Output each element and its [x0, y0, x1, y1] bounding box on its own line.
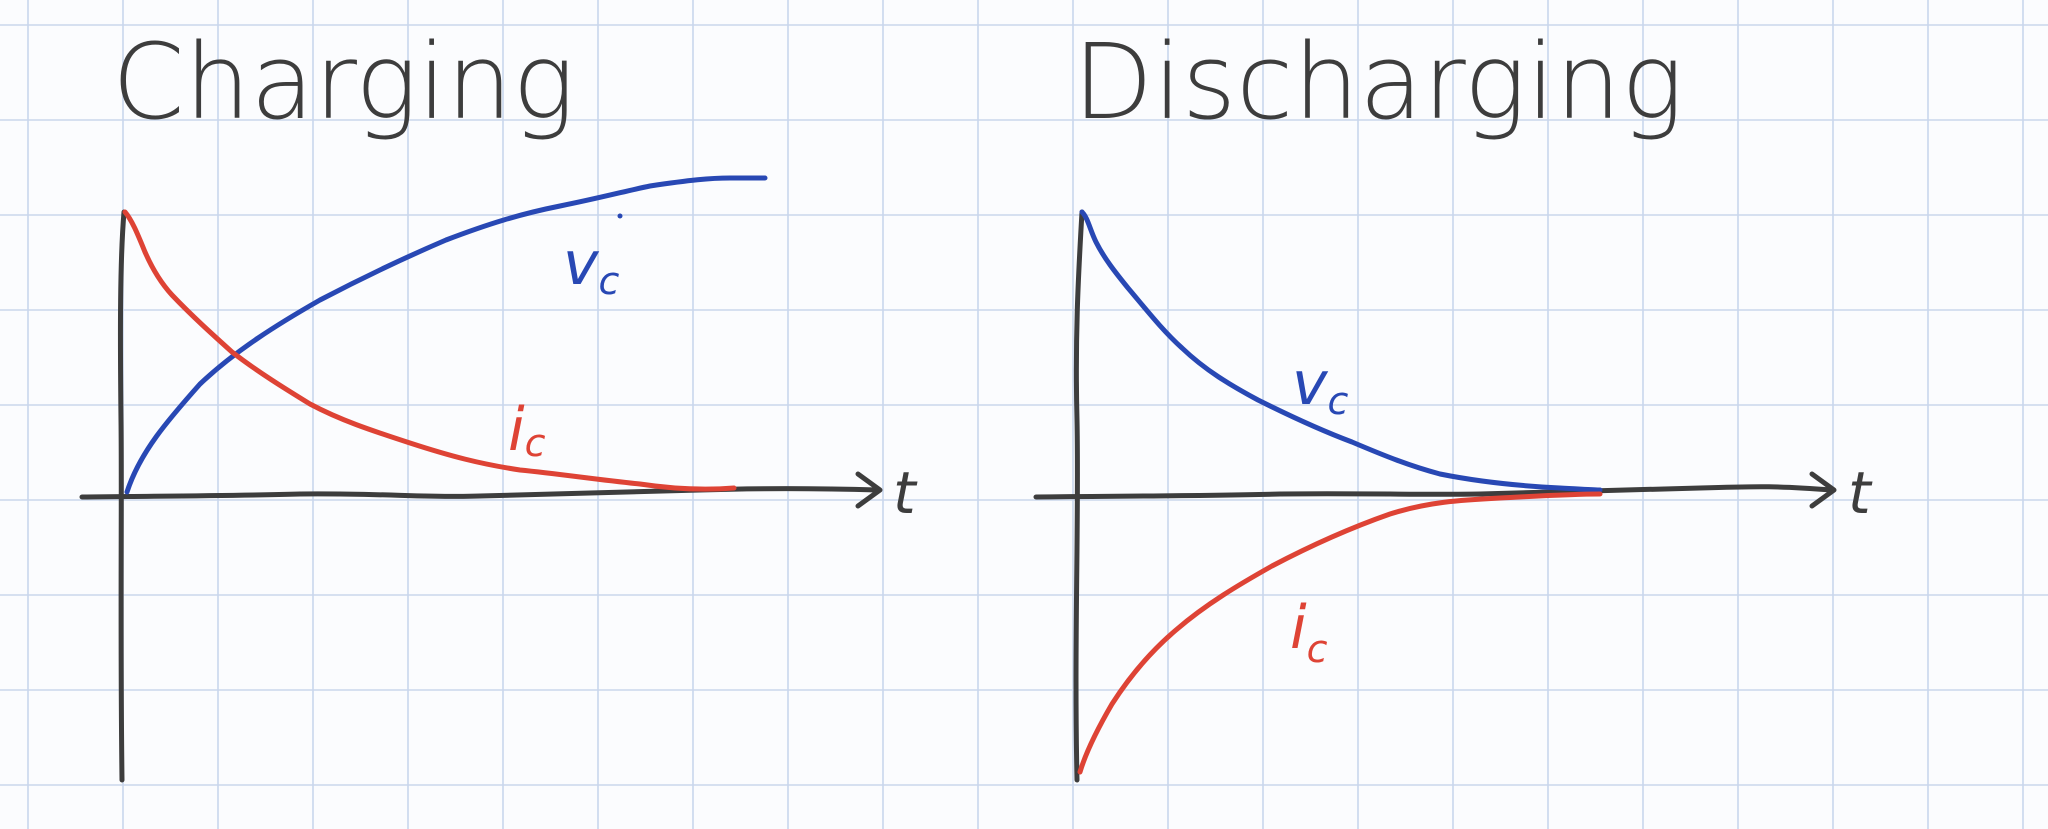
discharging-voltage-label: vc	[1292, 349, 1349, 423]
charging-current-label: ic	[508, 395, 546, 465]
charging-voltage-label: vc	[563, 229, 620, 303]
discharging-current-label: ic	[1290, 593, 1328, 671]
discharging-current-curve	[1077, 491, 1603, 775]
charging-title: Charging	[112, 21, 575, 143]
discharging-time-label: t	[1848, 459, 1873, 527]
charging-vertical-axis	[117, 209, 127, 783]
charging-current-curve	[122, 209, 737, 492]
discharging-time-axis	[1033, 484, 1835, 500]
discharging-title: Discharging	[1073, 21, 1684, 143]
charging-time-label: t	[893, 459, 918, 527]
discharging-vertical-axis	[1073, 209, 1085, 783]
charging-time-axis	[79, 486, 881, 500]
charging-panel: Charging t vc ic	[79, 21, 918, 783]
discharging-time-arrow	[1809, 471, 1837, 509]
discharging-voltage-curve	[1079, 209, 1603, 493]
charging-voltage-curve	[124, 175, 768, 495]
discharging-panel: Discharging t vc ic	[1033, 21, 1873, 783]
charging-time-arrow	[855, 471, 883, 509]
